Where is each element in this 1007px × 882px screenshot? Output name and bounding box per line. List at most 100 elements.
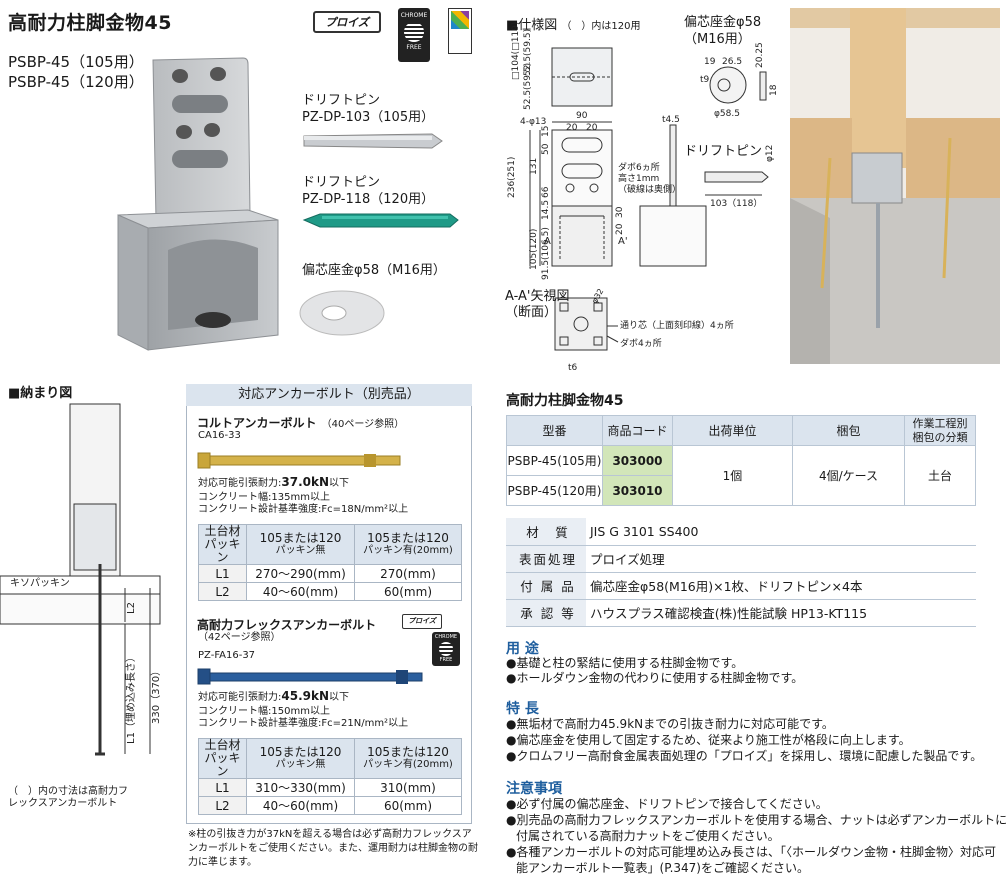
row-1-model: PSBP-45(105用) xyxy=(506,445,603,476)
dim-t6: t6 xyxy=(568,363,578,373)
colt-title: コルトアンカーボルト xyxy=(197,416,317,430)
washer-spec-sub: （M16用） xyxy=(684,32,751,47)
note-dowel2: （破線は奥側） xyxy=(618,183,681,195)
dim-52-5a: 52.5(59.5) xyxy=(523,29,533,76)
washer-spec-title: 偏芯座金φ58 xyxy=(684,15,762,30)
spec-title: ■仕様図 （ ）内は120用 xyxy=(506,14,641,33)
colt-row-2-no: 40～60(mm) xyxy=(246,582,355,601)
flex-row-2-label: L2 xyxy=(198,796,247,815)
washer-label: 偏芯座金φ58（M16用） xyxy=(302,263,446,278)
dim-52-5b: 52.5(59.5) xyxy=(523,63,533,110)
attr-3-key: 付 属 品 xyxy=(506,572,586,600)
table-row: L2 40～60(mm) 60(mm) xyxy=(198,582,463,601)
col-code: 商品コード xyxy=(602,415,673,446)
dim-19: 19 xyxy=(704,57,716,67)
colt-concrete-std: コンクリート設計基準強度:Fc=18N/mm²以上 xyxy=(198,504,409,515)
dim-4-13: 4-φ13 xyxy=(520,117,546,127)
col-category-1: 作業工程別 xyxy=(912,416,968,430)
colt-row-1-yes: 270(mm) xyxy=(353,564,463,583)
flex-strength-suffix: 以下 xyxy=(329,692,350,703)
attr-1-key: 材 質 xyxy=(506,518,586,546)
flex-strength: 対応可能引張耐力:45.9kN以下 xyxy=(198,690,349,704)
cautions-title: 注意事項 xyxy=(506,781,562,797)
install-diagram: キソパッキン L2 L1（埋め込み長さ） 330（370） xyxy=(0,403,162,756)
table-row: L2 40～60(mm) 60(mm) xyxy=(198,796,463,815)
flex-head-2: 105または120 xyxy=(259,745,342,759)
flex-concrete-std: コンクリート設計基準強度:Fc=21N/mm²以上 xyxy=(198,718,409,729)
flex-concrete-width: コンクリート幅:150mm以上 xyxy=(198,706,330,717)
label-a2: A' xyxy=(618,236,628,247)
flex-row-1-no: 310～330(mm) xyxy=(246,778,355,797)
colt-row-1-label: L1 xyxy=(198,564,247,583)
dim-t9: t9 xyxy=(700,75,710,85)
dim-20-25: 20.25 xyxy=(755,42,765,68)
colt-heading: コルトアンカーボルト （40ページ参照） xyxy=(197,412,404,431)
flex-row-1-label: L1 xyxy=(198,778,247,797)
dim-50: 50 xyxy=(541,143,551,155)
flex-row-2-yes: 60(mm) xyxy=(353,796,463,815)
row-1-code: 303000 xyxy=(602,445,673,476)
install-title: ■納まり図 xyxy=(8,386,73,401)
install-note: （ ）内の寸法は高耐力フレックスアンカーボルト xyxy=(8,786,128,809)
flex-ref: （42ページ参照） xyxy=(198,632,281,643)
colt-head-3: 105または120 xyxy=(367,531,449,545)
drift-pin-silver-image xyxy=(303,133,443,149)
colt-strength-value: 37.0kN xyxy=(281,475,330,489)
pin-code-2: PZ-DP-118（120用） xyxy=(302,192,435,207)
dim-26-5: 26.5 xyxy=(722,57,742,67)
flex-head-3b: パッキン有(20mm) xyxy=(363,759,453,770)
certification-mark-icon xyxy=(448,8,472,54)
model-105: PSBP-45（105用） xyxy=(8,53,144,71)
colt-row-2-label: L2 xyxy=(198,582,247,601)
table-row: L1 310～330(mm) 310(mm) xyxy=(198,778,463,797)
chrome-disc-icon xyxy=(404,22,424,42)
attr-2-value: プロイズ処理 xyxy=(586,545,976,573)
dim-103: 103（118） xyxy=(710,198,762,209)
attr-2-key: 表面処理 xyxy=(506,545,586,573)
pin-code-1: PZ-DP-103（105用） xyxy=(302,110,435,125)
dim-20c: 20 xyxy=(615,223,625,235)
flex-bolt-image xyxy=(197,668,423,685)
proiz-badge: プロイズ xyxy=(313,11,381,33)
colt-row-1-no: 270～290(mm) xyxy=(246,564,355,583)
spec-title-text: ■仕様図 xyxy=(506,18,558,33)
product-title: 高耐力柱脚金物45 xyxy=(506,393,624,409)
dim-14-5: 14.5 xyxy=(541,200,551,220)
spec-drawing: 90 4-φ13 20 20 236(251) 131 105(120) 50 … xyxy=(507,22,779,373)
row-2-code: 303010 xyxy=(602,475,673,506)
colt-strength: 対応可能引張耐力:37.0kN以下 xyxy=(198,476,349,490)
col-pack: 梱包 xyxy=(792,415,905,446)
dim-20b: 20 xyxy=(586,123,598,133)
shipping-unit: 1個 xyxy=(672,445,793,506)
table-row: 表面処理プロイズ処理 xyxy=(506,545,976,573)
flex-head-3: 105または120 xyxy=(367,745,449,759)
dim-91-5: 91.5(106.5) xyxy=(541,227,551,280)
flex-proiz-badge: プロイズ xyxy=(402,614,442,629)
usage-item-2: ●ホールダウン金物の代わりに使用する柱脚金物です。 xyxy=(506,671,804,685)
colt-head-1b: パッキン xyxy=(204,537,241,564)
flex-strength-value: 45.9kN xyxy=(281,689,330,703)
pin-label-2: ドリフトピン xyxy=(302,175,381,190)
caution-item-3b: 能アンカーボルト一覧表」(P.347)をご確認ください。 xyxy=(516,861,809,875)
flex-chrome-bottom: FREE xyxy=(439,657,453,663)
bracket-product-image xyxy=(117,57,279,351)
note-dowel: ダボ6ヵ所 xyxy=(618,161,660,173)
anchor-panel-title: 対応アンカーボルト（別売品） xyxy=(186,384,472,406)
colt-strength-suffix: 以下 xyxy=(329,478,350,489)
col-model: 型番 xyxy=(506,415,603,446)
flex-heading: 高耐力フレックスアンカーボルト xyxy=(197,614,376,633)
caution-item-3: ●各種アンカーボルトの対応可能埋め込み長さは、「〈ホールダウン金物・柱脚金物〉対… xyxy=(506,845,996,859)
chrome-free-badge: CHROME FREE xyxy=(398,8,430,62)
feature-item-3: ●クロムフリー高耐食金属表面処理の「プロイズ」を採用し、環境に配慮した製品です。 xyxy=(506,749,983,763)
flex-proiz-badge-label: プロイズ xyxy=(408,617,436,625)
flex-title: 高耐力フレックスアンカーボルト xyxy=(197,618,377,632)
product-table: 型番 商品コード 出荷単位 梱包 作業工程別梱包の分類 PSBP-45(105用… xyxy=(506,415,976,506)
sill-packing-label: キソパッキン xyxy=(10,577,70,589)
section-sub: （断面） xyxy=(505,305,558,320)
section-title: A-A'矢視図 xyxy=(505,289,570,304)
dim-l2: L2 xyxy=(126,602,137,614)
